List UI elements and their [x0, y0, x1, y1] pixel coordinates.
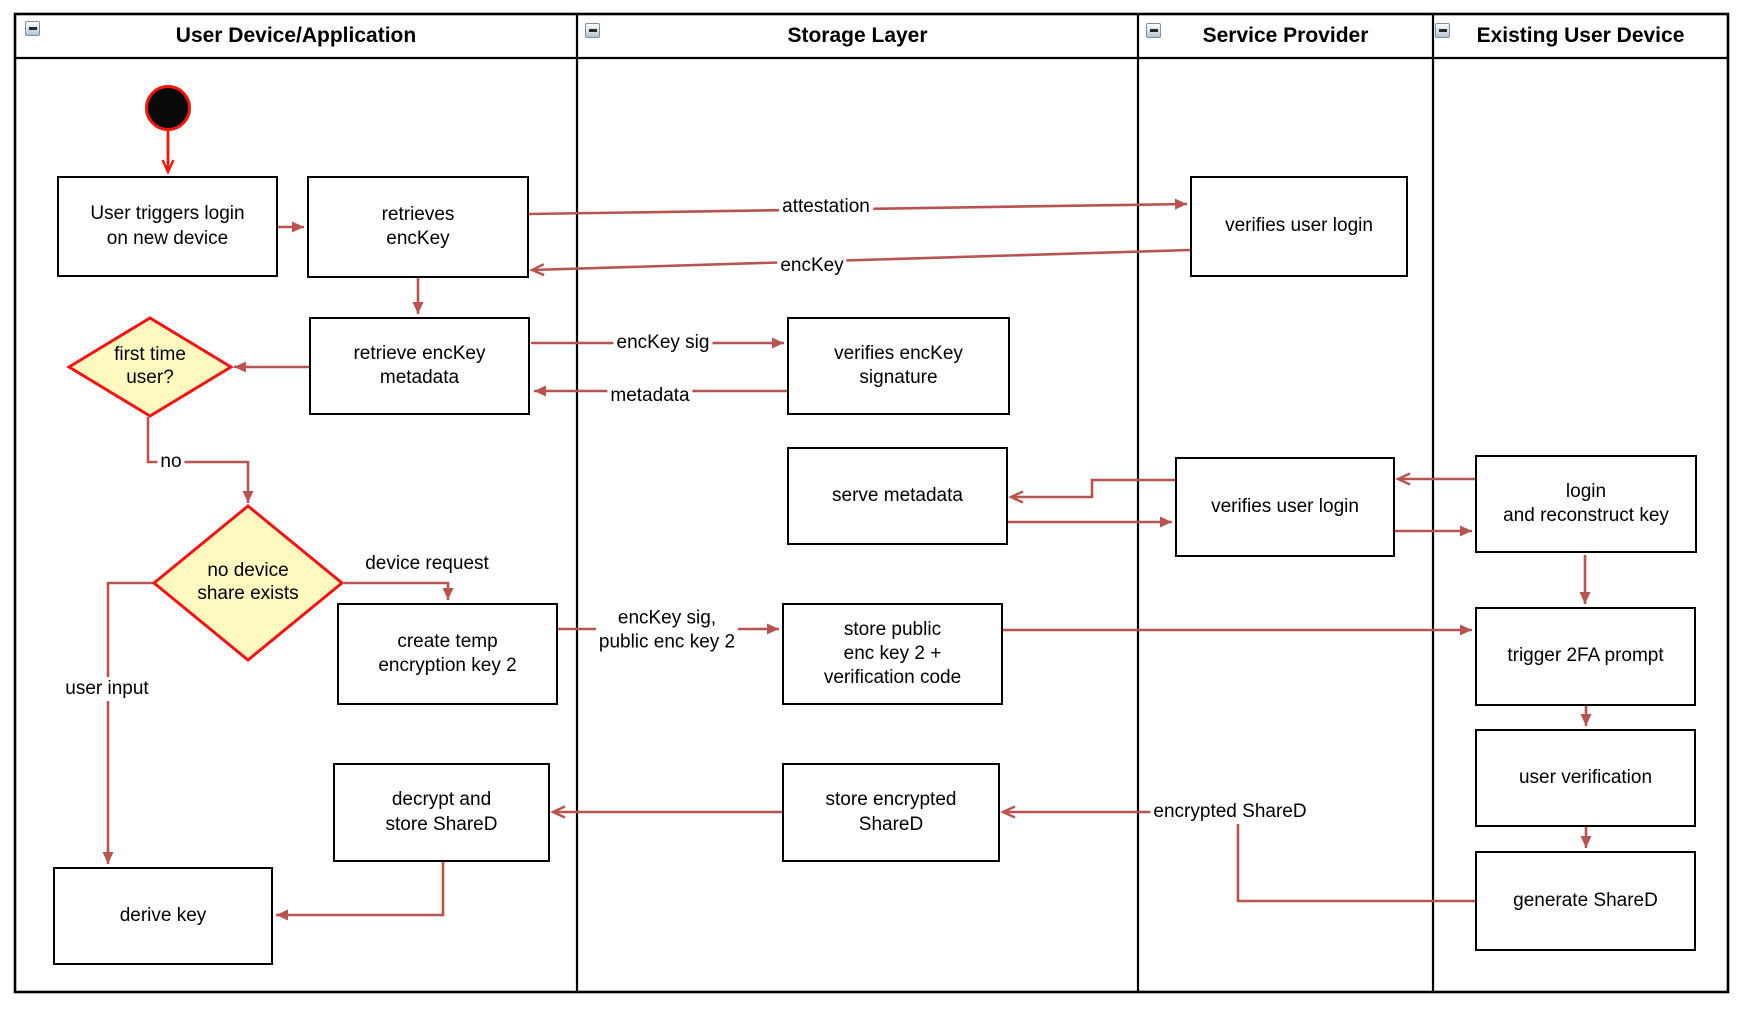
node-serve-metadata: serve metadata [787, 447, 1008, 545]
edge-label-metadata: metadata [607, 384, 693, 408]
edge-label-no: no [157, 450, 185, 474]
decision-label-first-time-user: first time user? [114, 344, 186, 388]
node-create-temp-encryption-key-2: create temp encryption key 2 [337, 603, 558, 705]
edge-label-user-input: user input [62, 677, 152, 701]
edges [102, 131, 1592, 921]
node-store-public-enc-key-2: store public enc key 2 + verification co… [782, 603, 1003, 705]
lane-header-user-device-application: User Device/Application [15, 14, 577, 58]
swimlane-grid [13, 12, 1730, 994]
decision-first-time-user [66, 316, 234, 418]
collapse-icon-existing-user-device[interactable] [1435, 23, 1450, 38]
decision-label-no-device-share-exists: no device share exists [197, 560, 299, 604]
node-verifies-user-login-2: verifies user login [1175, 457, 1395, 557]
lane-header-service-provider: Service Provider [1138, 14, 1433, 58]
node-store-encrypted-shared: store encrypted ShareD [782, 763, 1000, 862]
lane-title: Storage Layer [787, 24, 928, 47]
lane-header-existing-user-device: Existing User Device [1433, 14, 1728, 58]
node-user-verification: user verification [1475, 729, 1696, 827]
edge-device-request [344, 581, 454, 600]
decision-no-device-share-exists [151, 504, 345, 662]
edge-encrypted-shared [1000, 805, 1475, 903]
edge-label-attestation: attestation [779, 195, 873, 219]
node-verifies-enckey-signature: verifies encKey signature [787, 317, 1010, 415]
node-verifies-user-login-1: verifies user login [1190, 176, 1408, 277]
edge-enckey-return [529, 248, 1191, 277]
collapse-icon-service-provider[interactable] [1146, 23, 1161, 38]
collapse-icon-user-device[interactable] [25, 21, 40, 36]
node-retrieves-enckey: retrieves encKey [307, 176, 529, 278]
lane-title: Existing User Device [1476, 24, 1685, 47]
edge-label-enckey-sig: encKey sig [613, 331, 713, 355]
lane-header-storage-layer: Storage Layer [577, 14, 1138, 58]
edge-label-device-request: device request [362, 552, 492, 576]
node-trigger-2fa-prompt: trigger 2FA prompt [1475, 607, 1696, 706]
initial-node [145, 85, 191, 131]
lane-title: Service Provider [1202, 24, 1369, 47]
node-login-and-reconstruct-key: login and reconstruct key [1475, 455, 1697, 553]
node-derive-key: derive key [53, 867, 273, 965]
edge-label-encrypted-shared: encrypted ShareD [1150, 800, 1310, 824]
node-user-triggers-login: User triggers login on new device [57, 176, 278, 277]
node-generate-shared: generate ShareD [1475, 851, 1696, 951]
edge-decrypt-to-derive-key [276, 862, 445, 921]
node-decrypt-and-store-shared: decrypt and store ShareD [333, 763, 550, 862]
edge-label-enckey: encKey [777, 254, 847, 278]
lane-title: User Device/Application [175, 24, 417, 47]
collapse-icon-storage-layer[interactable] [585, 23, 600, 38]
edge-user-input [102, 581, 154, 864]
edge-to-serve-metadata [1008, 478, 1175, 504]
edge-label-enckey-sig-public-enc-key-2: encKey sig, public enc key 2 [595, 606, 739, 654]
edge-no-branch [146, 417, 254, 503]
node-retrieve-enckey-metadata: retrieve encKey metadata [309, 317, 530, 415]
